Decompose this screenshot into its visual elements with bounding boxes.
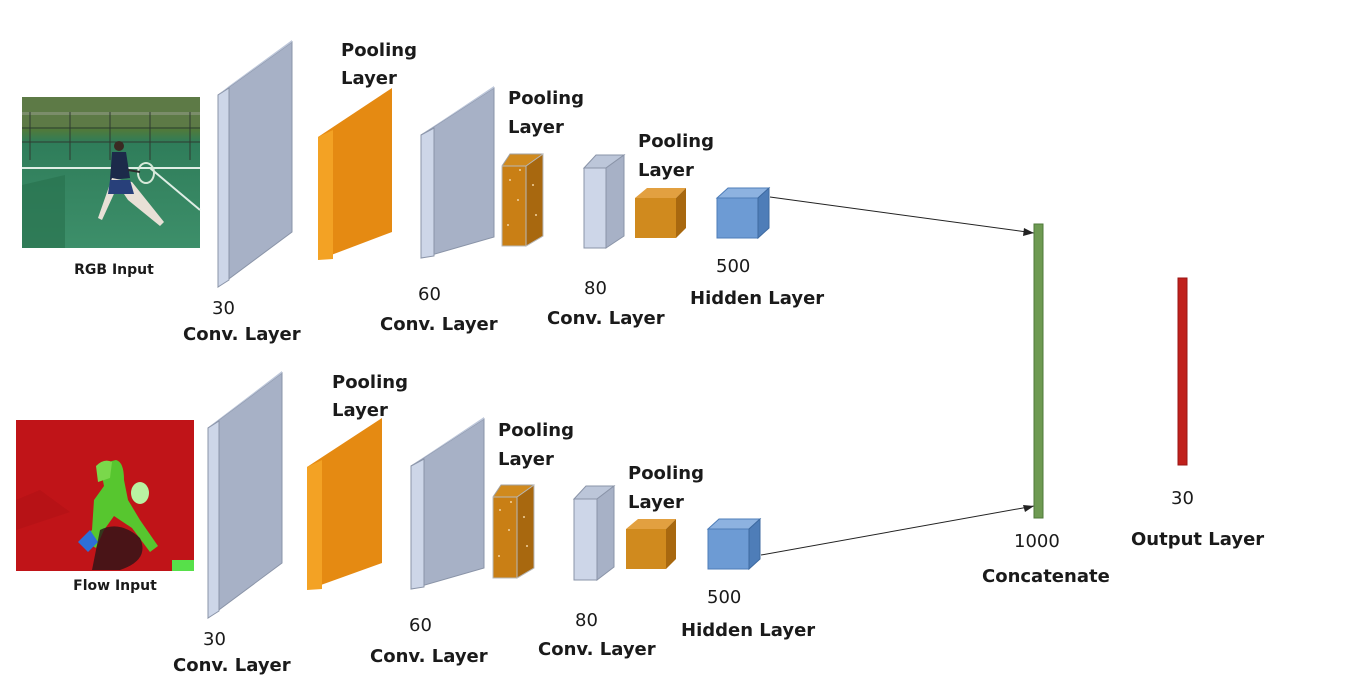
rgb-conv-3-size: 80	[584, 278, 607, 299]
rgb-conv-layer-3	[582, 154, 626, 249]
rgb-stream: RGB Input 30 Conv. Layer Pooling Layer 6…	[22, 40, 1035, 345]
rgb-to-concat-line	[769, 196, 1035, 234]
output-size: 30	[1171, 488, 1194, 509]
rgb-conv-2-size: 60	[418, 284, 441, 305]
flow-pool-1-label-line2: Layer	[332, 400, 388, 421]
rgb-pool-1-label-line2: Layer	[341, 68, 397, 89]
concatenate-layer	[1033, 223, 1044, 519]
output-layer	[1177, 277, 1188, 466]
flow-conv-2-label: Conv. Layer	[370, 646, 488, 667]
flow-pool-3-label-line2: Layer	[628, 492, 684, 513]
rgb-conv-3-label: Conv. Layer	[547, 308, 665, 329]
rgb-hidden-size: 500	[716, 256, 750, 277]
flow-pooling-layer-3	[626, 519, 676, 569]
rgb-pooling-layer-1	[318, 88, 392, 260]
flow-conv-layer-1	[207, 371, 283, 619]
rgb-arrowhead	[1023, 228, 1034, 236]
flow-pool-1-label-line1: Pooling	[332, 372, 408, 393]
rgb-pool-2-label-line2: Layer	[508, 117, 564, 138]
rgb-pool-1-label-line1: Pooling	[341, 40, 417, 61]
flow-conv-layer-3	[572, 484, 616, 582]
rgb-conv-1-label: Conv. Layer	[183, 324, 301, 345]
rgb-pool-2-label-line1: Pooling	[508, 88, 584, 109]
rgb-hidden-label: Hidden Layer	[690, 288, 824, 309]
rgb-hidden-layer	[715, 186, 771, 240]
flow-conv-3-label: Conv. Layer	[538, 639, 656, 660]
rgb-pool-3-label-line1: Pooling	[638, 131, 714, 152]
rgb-input-image	[22, 97, 201, 248]
flow-conv-3-size: 80	[575, 610, 598, 631]
flow-stream: Flow Input 30 Conv. Layer Pooling Layer …	[16, 371, 1035, 676]
rgb-conv-layer-2	[420, 86, 495, 259]
flow-arrowhead	[1023, 505, 1034, 512]
flow-hidden-size: 500	[707, 587, 741, 608]
flow-conv-1-label: Conv. Layer	[173, 655, 291, 676]
flow-pool-2-label-line2: Layer	[498, 449, 554, 470]
flow-pooling-layer-1	[307, 418, 382, 590]
flow-conv-1-size: 30	[203, 629, 226, 650]
rgb-input-label: RGB Input	[74, 262, 154, 278]
flow-to-concat-line	[760, 505, 1035, 556]
flow-hidden-label: Hidden Layer	[681, 620, 815, 641]
concat-size: 1000	[1014, 531, 1060, 552]
flow-hidden-layer	[706, 517, 762, 571]
rgb-conv-1-size: 30	[212, 298, 235, 319]
flow-input-label: Flow Input	[73, 578, 157, 594]
flow-conv-2-size: 60	[409, 615, 432, 636]
rgb-pooling-layer-3	[635, 188, 686, 238]
flow-conv-layer-2	[410, 417, 485, 590]
rgb-pooling-layer-2	[501, 153, 544, 247]
concat-label: Concatenate	[982, 566, 1110, 587]
flow-pool-2-label-line1: Pooling	[498, 420, 574, 441]
rgb-conv-2-label: Conv. Layer	[380, 314, 498, 335]
flow-pool-3-label-line1: Pooling	[628, 463, 704, 484]
flow-input-image	[16, 420, 194, 571]
flow-pooling-layer-2	[492, 484, 535, 579]
rgb-conv-layer-1	[217, 40, 293, 288]
output-label: Output Layer	[1131, 529, 1264, 550]
rgb-pool-3-label-line2: Layer	[638, 160, 694, 181]
